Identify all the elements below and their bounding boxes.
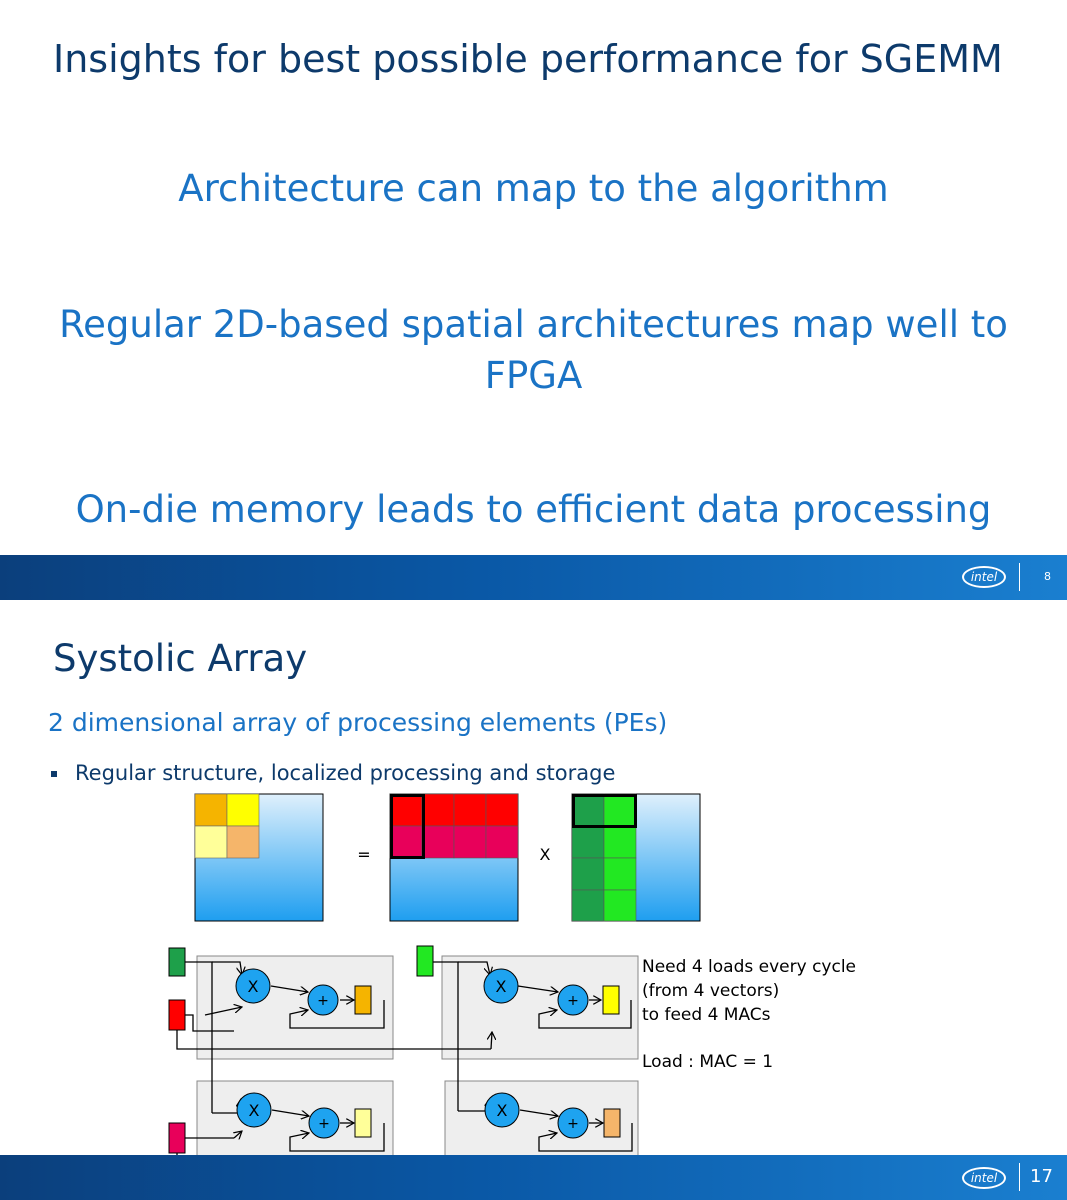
matrix-a-cell (421, 825, 455, 859)
accumulator-register (354, 985, 372, 1015)
multiplier-symbol: X (496, 977, 507, 996)
note-load-mac-ratio: Load : MAC = 1 (642, 1052, 773, 1072)
load-register-a0 (168, 999, 186, 1031)
matrix-b-cell (571, 825, 605, 859)
intel-logo: intel (962, 566, 1006, 588)
footer-bar: intel 17 (0, 1155, 1067, 1200)
multiplier-symbol: X (249, 1101, 260, 1120)
multiplier-symbol: X (497, 1101, 508, 1120)
slide-title: Systolic Array (53, 637, 308, 680)
matrix-a-cell (453, 825, 487, 859)
adder-node: + (557, 984, 589, 1016)
multiplier-symbol: X (248, 977, 259, 996)
matrix-c (194, 793, 324, 922)
matrix-b-cell (603, 825, 637, 859)
matrix-c-cell (194, 793, 228, 827)
accumulator-register (603, 1108, 621, 1138)
matrix-a-highlight (390, 794, 425, 859)
multiplier-node: X (235, 968, 271, 1004)
adder-node: + (308, 1107, 340, 1139)
adder-symbol: + (318, 1116, 330, 1132)
matrix-c-cell (226, 793, 260, 827)
load-register-a1 (168, 1122, 186, 1154)
insight-2d-spatial-line1: Regular 2D-based spatial architectures m… (59, 303, 1008, 346)
bullet-text: Regular structure, localized processing … (75, 761, 616, 785)
matrix-b-highlight (572, 794, 637, 828)
multiplier-node: X (483, 968, 519, 1004)
matrix-a (389, 793, 519, 922)
equals-sign: = (357, 845, 370, 864)
adder-symbol: + (567, 993, 579, 1009)
slide-title: Insights for best possible performance f… (53, 37, 1003, 81)
matrix-b-cell (603, 857, 637, 891)
insight-2d-spatial-line2: FPGA (484, 354, 583, 397)
slide-sgemm-insights: Insights for best possible performance f… (0, 37, 1067, 600)
matrix-a-cell (389, 825, 423, 859)
times-sign: X (540, 845, 551, 864)
multiplier-node: X (236, 1092, 272, 1128)
matrix-a-cell (453, 793, 487, 827)
note-line-1: Need 4 loads every cycle (642, 957, 856, 977)
matrix-b-cell (571, 793, 605, 827)
matrix-c-cell (194, 825, 228, 859)
page-number: 17 (1030, 1166, 1053, 1187)
matrix-b-cell (603, 793, 637, 827)
adder-node: + (307, 984, 339, 1016)
matrix-b-cell (571, 889, 605, 922)
load-register-b0 (168, 947, 186, 977)
matrix-b-cell (571, 857, 605, 891)
insight-architecture: Architecture can map to the algorithm (178, 167, 889, 210)
adder-symbol: + (567, 1116, 579, 1132)
matrix-a-cell (485, 793, 519, 827)
bullet-marker (51, 771, 57, 777)
matrix-a-cell (421, 793, 455, 827)
matrix-a-cell (389, 793, 423, 827)
accumulator-register (354, 1108, 372, 1138)
accumulator-register (602, 985, 620, 1015)
footer-divider (1019, 563, 1020, 591)
slide-subtitle: 2 dimensional array of processing elemen… (48, 708, 668, 737)
page-number: 8 (1044, 570, 1051, 583)
footer-divider (1019, 1163, 1020, 1191)
matrix-b (571, 793, 701, 922)
note-line-3: to feed 4 MACs (642, 1005, 771, 1025)
multiplier-node: X (484, 1092, 520, 1128)
insight-on-die-memory: On-die memory leads to efficient data pr… (75, 488, 992, 531)
intel-logo: intel (962, 1167, 1006, 1189)
footer-bar: intel 8 (0, 555, 1067, 600)
slide-systolic-array: Systolic Array 2 dimensional array of pr… (0, 600, 1067, 1200)
systolic-array-diagram: = X (168, 793, 856, 1185)
matrix-a-cell (485, 825, 519, 859)
matrix-b-cell (603, 889, 637, 922)
adder-node: + (557, 1107, 589, 1139)
matrix-c-cell (226, 825, 260, 859)
note-line-2: (from 4 vectors) (642, 981, 779, 1001)
load-register-b1 (416, 945, 434, 977)
adder-symbol: + (317, 993, 329, 1009)
